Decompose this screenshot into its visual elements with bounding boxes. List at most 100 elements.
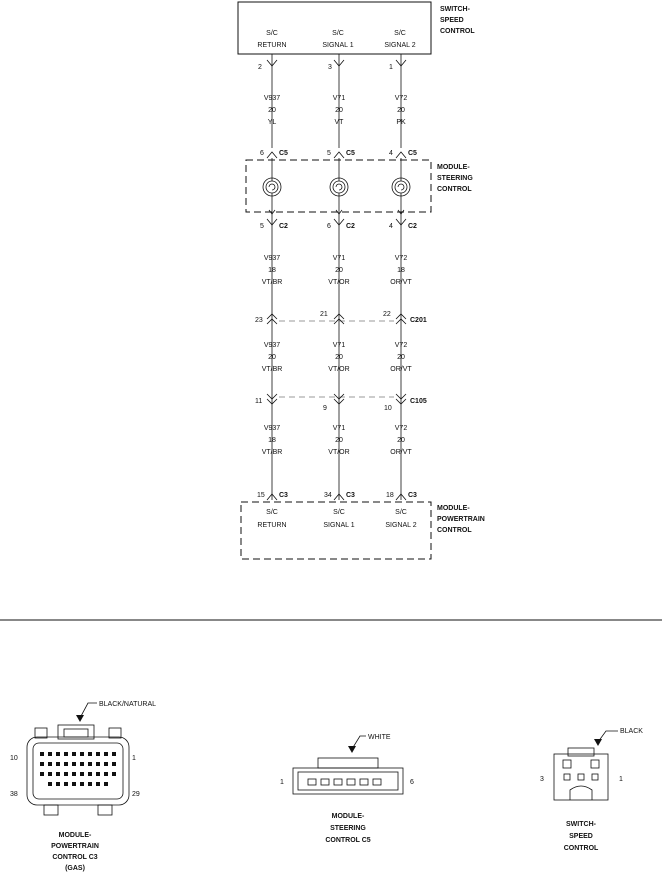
switch-speed-title-1: SWITCH- bbox=[440, 6, 471, 13]
c105-pin-b: 9 bbox=[323, 405, 327, 412]
wire-mid2-c-circuit: V72 bbox=[395, 342, 408, 349]
pcm-c3-pin-10: 10 bbox=[10, 755, 18, 762]
steering-c5-pin-c: 4 bbox=[389, 150, 393, 157]
wire-mid2-c-color: OR/VT bbox=[390, 366, 412, 373]
pcm-c3-caption-4: (GAS) bbox=[65, 865, 85, 872]
switch-pin-3: 3 bbox=[328, 64, 332, 71]
switch-pin-label-b1: S/C bbox=[332, 30, 344, 37]
pcm-c3-pin-b: 34 bbox=[324, 492, 332, 499]
wire-upper-b-circuit: V71 bbox=[333, 95, 346, 102]
c201-pin-c: 22 bbox=[383, 311, 391, 318]
wire-mid-c-color: OR/VT bbox=[390, 279, 412, 286]
steering-c5-pin-row bbox=[307, 778, 382, 786]
powertrain-control-box: MODULE- POWERTRAIN CONTROL S/C RETURN S/… bbox=[240, 501, 485, 560]
wire-upper-b-gauge: 20 bbox=[335, 107, 343, 114]
wire-mid2-a-gauge: 20 bbox=[268, 354, 276, 361]
wire-mid-a-circuit: V937 bbox=[264, 255, 280, 262]
steering-control-box: MODULE- STEERING CONTROL bbox=[245, 159, 473, 213]
steering-title-3: CONTROL bbox=[437, 186, 472, 193]
wire-mid-a-gauge: 18 bbox=[268, 267, 276, 274]
c105-pin-a: 11 bbox=[255, 398, 262, 405]
wire-mid-c-circuit: V72 bbox=[395, 255, 408, 262]
switch-pin-label-c1: S/C bbox=[394, 30, 406, 37]
pcm-pin-label-b2: SIGNAL 1 bbox=[323, 522, 354, 529]
wire-lower-c-color: OR/VT bbox=[390, 449, 412, 456]
steering-c5-pin-6: 6 bbox=[410, 779, 414, 786]
switch-pin-left: 3 bbox=[540, 776, 544, 783]
switch-pin-1: 1 bbox=[389, 64, 393, 71]
wire-lower-b-circuit: V71 bbox=[333, 425, 346, 432]
pcm-pin-label-c1: S/C bbox=[395, 509, 407, 516]
wire-lower-c-circuit: V72 bbox=[395, 425, 408, 432]
pcm-c3-caption-2: POWERTRAIN bbox=[51, 843, 99, 850]
switch-caption-1: SWITCH- bbox=[566, 821, 597, 828]
switch-speed-title-3: CONTROL bbox=[440, 28, 475, 35]
wire-upper-c-gauge: 20 bbox=[397, 107, 405, 114]
wire-lower-b-gauge: 20 bbox=[335, 437, 343, 444]
clockspring-coil-a bbox=[262, 177, 282, 197]
steering-c5-caption-1: MODULE- bbox=[332, 813, 365, 820]
upper-wire-labels: V937 20 YL V71 20 VT V72 20 PK bbox=[264, 95, 408, 126]
steering-c2-pin-c: 4 bbox=[389, 223, 393, 230]
steering-c5-caption-3: CONTROL C5 bbox=[325, 837, 370, 844]
powertrain-title-3: CONTROL bbox=[437, 527, 472, 534]
steering-c5-caption-2: STEERING bbox=[330, 825, 366, 832]
steering-c2-pin-a: 5 bbox=[260, 223, 264, 230]
wire-lower-b-color: VT/OR bbox=[328, 449, 349, 456]
lower-wire-labels: V937 18 VT/BR V71 20 VT/OR V72 20 OR/VT bbox=[262, 425, 413, 456]
pcm-c3-pin-grid bbox=[40, 752, 116, 786]
c201-label: C201 bbox=[410, 317, 427, 324]
steering-c5-pin-b: 5 bbox=[327, 150, 331, 157]
pcm-c3-conn-a: C3 bbox=[279, 492, 288, 499]
wire-upper-b-color: VT bbox=[335, 119, 345, 126]
steering-c2-symbols bbox=[266, 218, 407, 226]
steering-c5-conn-c: C5 bbox=[408, 150, 417, 157]
pcm-c3-pin-29: 29 bbox=[132, 791, 140, 798]
steering-c5-connector-view: WHITE 1 6 MODULE- STEERING CONTROL C5 bbox=[280, 734, 414, 844]
wire-mid2-b-circuit: V71 bbox=[333, 342, 346, 349]
wire-upper-a-gauge: 20 bbox=[268, 107, 276, 114]
c105-pin-c: 10 bbox=[384, 405, 392, 412]
steering-c5-conn-a: C5 bbox=[279, 150, 288, 157]
wire-mid-b-color: VT/OR bbox=[328, 279, 349, 286]
c201-connector: 23 21 22 C201 bbox=[255, 311, 427, 325]
pcm-c3-conn-c: C3 bbox=[408, 492, 417, 499]
switch-pin-label-a2: RETURN bbox=[257, 42, 286, 49]
steering-c2-conn-a: C2 bbox=[279, 223, 288, 230]
steering-c2-conn-b: C2 bbox=[346, 223, 355, 230]
switch-speed-control-box: SWITCH- SPEED CONTROL S/C RETURN S/C SIG… bbox=[237, 1, 475, 55]
wire-mid-a-color: VT/BR bbox=[262, 279, 283, 286]
switch-caption-2: SPEED bbox=[569, 833, 593, 840]
pcm-c3-caption-3: CONTROL C3 bbox=[52, 854, 97, 861]
powertrain-title-2: POWERTRAIN bbox=[437, 516, 485, 523]
pcm-c3-color-label: BLACK/NATURAL bbox=[99, 701, 156, 708]
c105-label: C105 bbox=[410, 398, 427, 405]
wire-lower-a-circuit: V937 bbox=[264, 425, 280, 432]
coil-arrows bbox=[268, 209, 405, 215]
pcm-c3-caption-1: MODULE- bbox=[59, 832, 92, 839]
steering-c5-pin-1: 1 bbox=[280, 779, 284, 786]
wire-mid-c-gauge: 18 bbox=[397, 267, 405, 274]
switch-speed-title-2: SPEED bbox=[440, 17, 464, 24]
switch-pin-right: 1 bbox=[619, 776, 623, 783]
pcm-pin-label-b1: S/C bbox=[333, 509, 345, 516]
pcm-pin-label-a1: S/C bbox=[266, 509, 278, 516]
c105-connector: 11 9 10 C105 bbox=[255, 393, 427, 412]
wire-lower-a-color: VT/BR bbox=[262, 449, 283, 456]
switch-pin-label-a1: S/C bbox=[266, 30, 278, 37]
pcm-c3-pin-1: 1 bbox=[132, 755, 136, 762]
switch-pin-label-b2: SIGNAL 1 bbox=[322, 42, 353, 49]
pcm-c3-pin-38: 38 bbox=[10, 791, 18, 798]
wire-mid2-b-color: VT/OR bbox=[328, 366, 349, 373]
switch-pin-label-c2: SIGNAL 2 bbox=[384, 42, 415, 49]
switch-caption-3: CONTROL bbox=[564, 845, 599, 852]
steering-c5-symbols bbox=[266, 151, 407, 159]
steering-c5-color-label: WHITE bbox=[368, 734, 391, 741]
wire-mid-b-gauge: 20 bbox=[335, 267, 343, 274]
wire-mid2-c-gauge: 20 bbox=[397, 354, 405, 361]
wire-upper-a-circuit: V937 bbox=[264, 95, 280, 102]
pcm-c3-pin-c: 18 bbox=[386, 492, 394, 499]
mid2-wire-labels: V937 20 VT/BR V71 20 VT/OR V72 20 OR/VT bbox=[262, 342, 413, 373]
wire-upper-c-circuit: V72 bbox=[395, 95, 408, 102]
switch-speed-connector-view: BLACK 3 1 SWITCH- SPEED CONTROL bbox=[540, 728, 643, 852]
